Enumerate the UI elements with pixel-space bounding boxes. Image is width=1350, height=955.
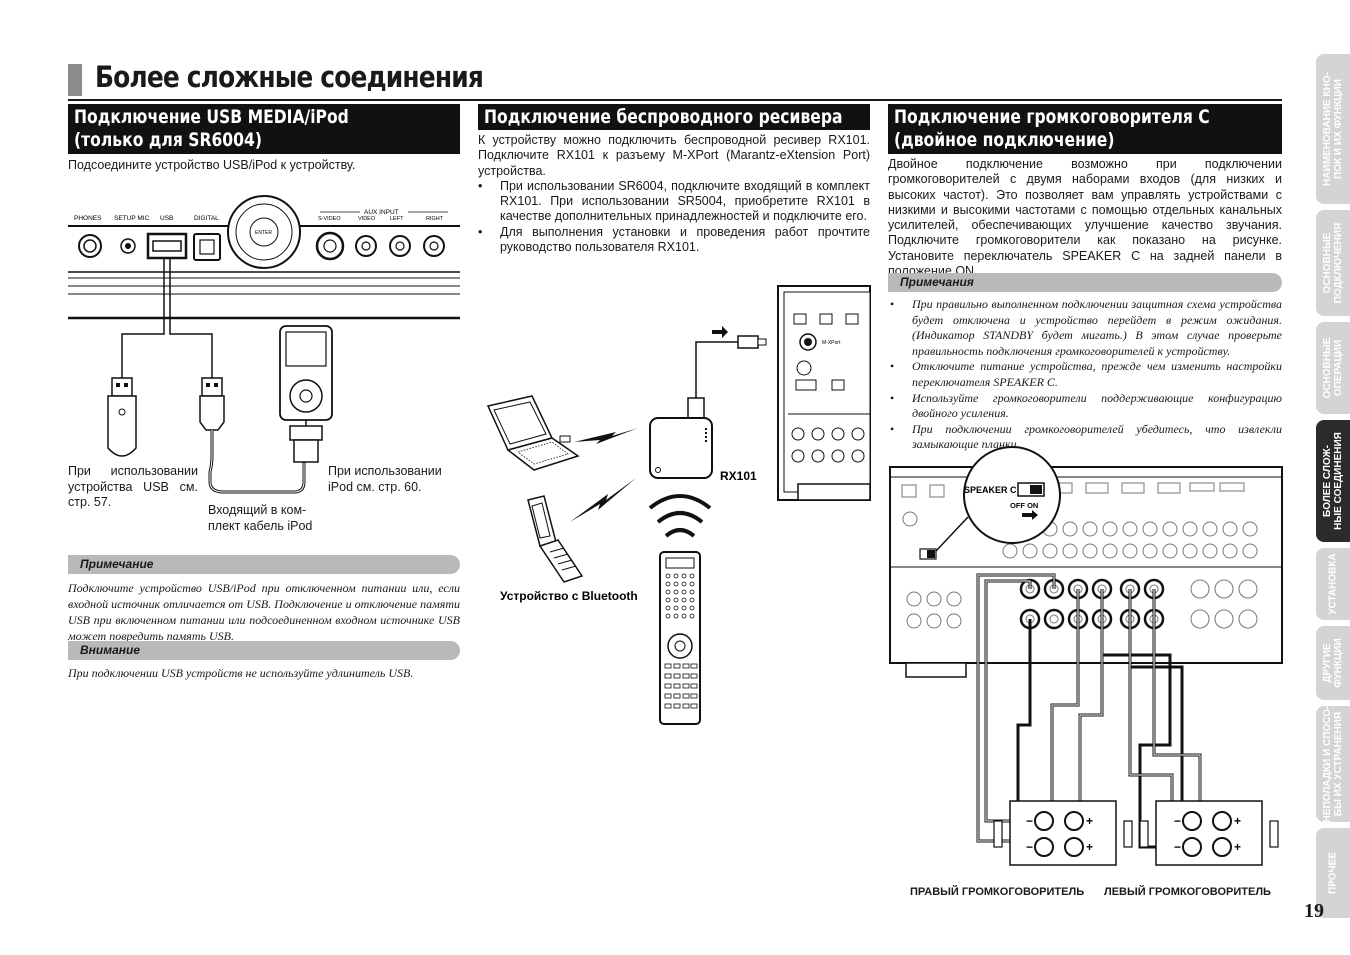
laptop-icon [486, 395, 580, 471]
speaker-note-item: При подключении громкоговорителей убедит… [888, 422, 1282, 453]
speaker-note-item: Отключите питание устройства, прежде чем… [888, 359, 1282, 390]
svg-text:−: − [1026, 814, 1033, 828]
speaker-note-item: Используйте громкоговорители поддерживаю… [888, 391, 1282, 422]
wireless-heading: Подключение беспроводного ресивера [484, 106, 843, 128]
usb-port [146, 232, 188, 260]
svg-text:+: + [1086, 840, 1093, 854]
tab-advanced-connections[interactable]: БОЛЕЕ СЛОЖ- НЫЕ СОЕДИНЕНИЯ [1316, 420, 1350, 542]
mic-jack [120, 238, 136, 254]
wireless-bullet: Для выполнения установки и проведения ра… [478, 225, 870, 256]
right-jack [423, 235, 445, 257]
speaker-heading-line2: (двойное подключение) [894, 129, 1115, 151]
svideo-jack [315, 231, 345, 261]
page-number: 19 [1304, 900, 1324, 922]
label-usb: USB [160, 215, 173, 222]
right-speaker-icon: − + − + [993, 800, 1133, 866]
phones-jack [78, 234, 102, 258]
label-digital: DIGITAL [194, 215, 219, 222]
wireless-bullet: При использовании SR6004, подключите вхо… [478, 179, 870, 225]
wireless-intro: К устройству можно подключить беспроводн… [478, 133, 870, 178]
wireless-diagram: M-XPort RX101 Устройство с Bluetooth [486, 285, 871, 725]
speaker-note-item: При правильно выполненном подключении за… [888, 297, 1282, 359]
left-jack [389, 235, 411, 257]
speaker-intro: Двойное подключение возможно при подключ… [888, 157, 1282, 279]
tab-basic-operations[interactable]: ОСНОВНЫЕ ОПЕРАЦИИ [1316, 322, 1350, 414]
tab-troubleshooting[interactable]: НЕПОЛАДКИ И СПОСО- БЫ ИХ УСТРАНЕНИЯ [1316, 706, 1350, 822]
usb-section-heading: Подключение USB MEDIA/iPod (только для S… [68, 104, 460, 154]
left-speaker-icon: − + − + [1139, 800, 1279, 866]
tab-other[interactable]: ПРОЧЕЕ [1316, 828, 1350, 918]
mxport-label: M-XPort [822, 340, 841, 346]
usb-note-title: Примечание [68, 555, 460, 574]
label-enter: ENTER [255, 230, 272, 236]
usb-device-caption: При использовании устройства USB см. стр… [68, 464, 198, 509]
speaker-c-switch-states: OFF ON [1010, 501, 1038, 510]
tab-controls[interactable]: НАИМЕНОВАНИЕ КНО- ПОК И ИХ ФУНКЦИИ [1316, 54, 1350, 204]
tab-other-functions[interactable]: ДРУГИЕ ФУНКЦИИ [1316, 626, 1350, 700]
speaker-notes: При правильно выполненном подключении за… [888, 297, 1282, 453]
tab-basic-connections[interactable]: ОСНОВНЫЕ ПОДКЛЮЧЕНИЯ [1316, 210, 1350, 316]
wireless-section-heading: Подключение беспроводного ресивера [478, 104, 870, 130]
bluetooth-device-label: Устройство с Bluetooth [500, 589, 638, 603]
label-left: LEFT [390, 216, 404, 222]
left-speaker-label: ЛЕВЫЙ ГРОМКОГОВОРИТЕЛЬ [1104, 886, 1271, 898]
svg-text:+: + [1234, 814, 1241, 828]
signal-bolt-laptop [574, 428, 638, 444]
speaker-heading-line1: Подключение громкоговорителя C [894, 106, 1210, 128]
usb-caution-text: При подключении USB устройств не использ… [68, 666, 414, 680]
usb-heading-line2: (только для SR6004) [74, 129, 262, 151]
speaker-wiring-diagram: SPEAKER C OFF ON − + − + [889, 446, 1283, 866]
label-video: VIDEO [358, 216, 376, 222]
label-aux-input: AUX INPUT [364, 209, 399, 216]
label-right: RIGHT [426, 216, 444, 222]
right-speaker-label: ПРАВЫЙ ГРОМКОГОВОРИТЕЛЬ [910, 886, 1085, 898]
ipod-dock-connector [289, 425, 323, 441]
speaker-c-switch-callout: SPEAKER C OFF ON [935, 446, 1061, 552]
rx101-icon [649, 397, 713, 479]
speaker-notes-title: Примечания [888, 273, 1282, 292]
digital-port [193, 233, 221, 261]
rx101-label: RX101 [720, 469, 757, 483]
wireless-text: К устройству можно подключить беспроводн… [478, 133, 870, 255]
svg-text:+: + [1086, 814, 1093, 828]
title-accent-bar [68, 64, 82, 96]
ipod-caption: При использовании iPod см. стр. 60. [328, 464, 442, 494]
usb-heading-line1: Подключение USB MEDIA/iPod [74, 106, 349, 128]
video-jack [355, 235, 377, 257]
enter-dial [227, 195, 301, 269]
receiver-rear-panel [889, 466, 1283, 678]
usb-stick-icon [107, 377, 137, 457]
usb-diagram: PHONES SETUP MIC USB DIGITAL AUX INPUT S… [68, 195, 460, 494]
ipod-cable-caption: Входящий в ком- плект кабель iPod [208, 503, 313, 533]
svg-text:−: − [1026, 840, 1033, 854]
remote-control-icon [659, 551, 701, 725]
tab-setup[interactable]: УСТАНОВКА [1316, 548, 1350, 620]
svg-text:−: − [1174, 814, 1181, 828]
title-rule [68, 99, 1282, 101]
usb-note-text: Подключите устройство USB/iPod при отклю… [68, 581, 460, 643]
bluetooth-phone-icon [527, 495, 584, 583]
label-svideo: S-VIDEO [318, 216, 341, 222]
page-title: Более сложные соединения [95, 60, 484, 94]
svg-text:−: − [1174, 840, 1181, 854]
usb-plug-icon [199, 377, 225, 431]
signal-bolt-phone [570, 478, 636, 522]
label-phones: PHONES [74, 215, 102, 222]
speaker-section-heading: Подключение громкоговорителя C (двойное … [888, 104, 1282, 154]
usb-intro: Подсоедините устройство USB/iPod к устро… [68, 158, 356, 172]
usb-caution-title: Внимание [68, 641, 460, 660]
ipod-icon [279, 325, 333, 421]
speaker-c-switch-label: SPEAKER C [964, 485, 1017, 495]
svg-text:+: + [1234, 840, 1241, 854]
label-setup-mic: SETUP MIC [114, 215, 150, 222]
receiver-rear-panel: M-XPort [777, 285, 871, 501]
